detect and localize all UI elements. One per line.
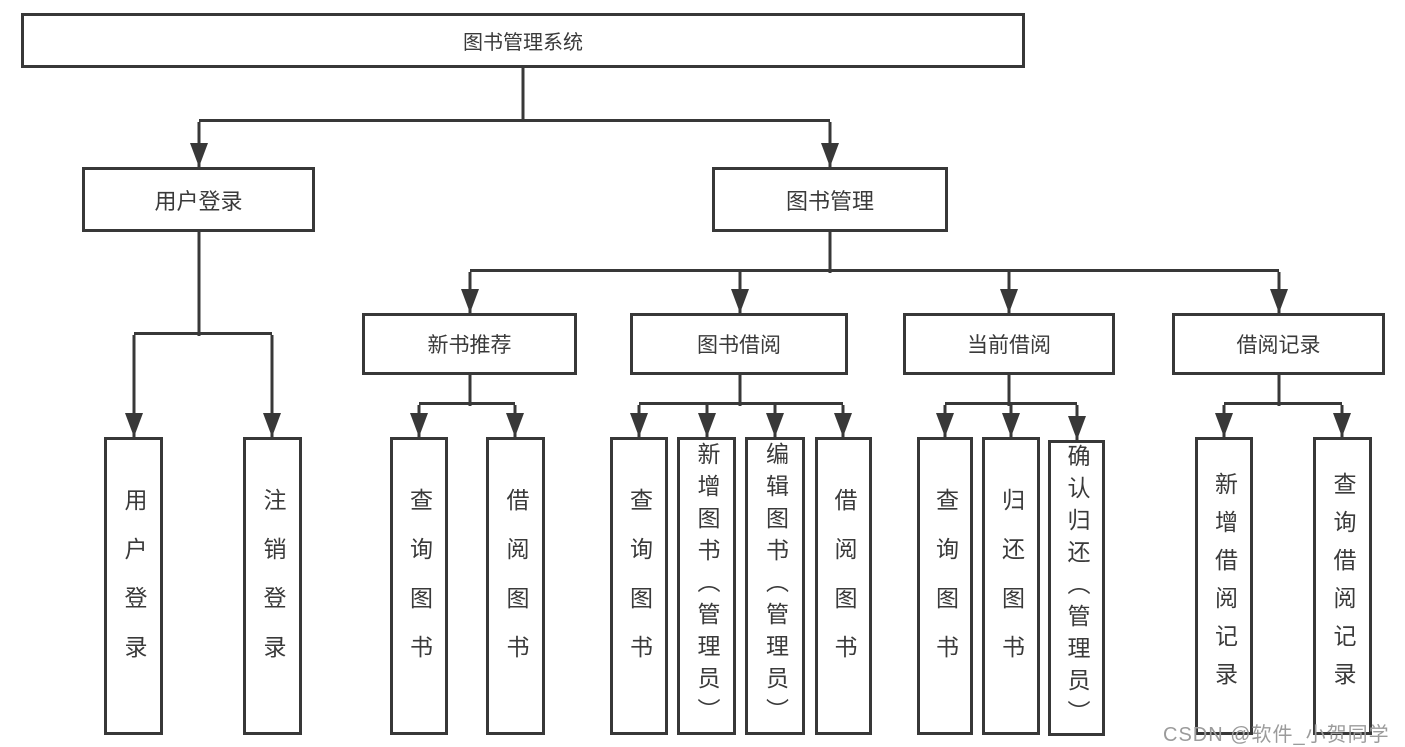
node-label: 归还图书	[998, 488, 1025, 684]
node-label: 用户登录	[121, 488, 147, 684]
node-borrow-records: 借阅记录	[1172, 313, 1385, 375]
node-leaf-query-books-3: 查询图书	[917, 437, 973, 735]
node-leaf-edit-books-admin: 编辑图书（管理员）	[745, 437, 805, 735]
node-label: 新书推荐	[427, 334, 512, 357]
node-leaf-logout: 注销登录	[243, 437, 302, 735]
node-leaf-add-borrow-record: 新增借阅记录	[1195, 437, 1253, 735]
node-label: 查询借阅记录	[1330, 472, 1356, 700]
node-book-management: 图书管理	[712, 167, 948, 232]
node-label: 查询图书	[406, 488, 433, 684]
node-current-borrowing: 当前借阅	[903, 313, 1115, 375]
node-label: 编辑图书（管理员）	[762, 442, 789, 730]
node-leaf-return-books: 归还图书	[982, 437, 1040, 735]
node-leaf-user-login: 用户登录	[104, 437, 163, 735]
node-label: 注销登录	[260, 488, 286, 684]
node-label: 借阅图书	[503, 488, 529, 684]
node-leaf-add-books-admin: 新增图书（管理员）	[677, 437, 736, 735]
csdn-watermark: CSDN @软件_小贺同学	[1163, 724, 1390, 746]
node-leaf-query-books-1: 查询图书	[390, 437, 448, 735]
node-label: 新增图书（管理员）	[694, 442, 720, 730]
node-leaf-borrow-books-2: 借阅图书	[815, 437, 872, 735]
node-label: 当前借阅	[967, 334, 1051, 357]
node-label: 借阅记录	[1236, 334, 1321, 357]
node-leaf-borrow-books-1: 借阅图书	[486, 437, 545, 735]
node-new-book-recommend: 新书推荐	[362, 313, 577, 375]
node-label: 图书管理	[785, 188, 874, 214]
node-label: 用户登录	[154, 188, 243, 214]
node-label: 确认归还（管理员）	[1064, 444, 1090, 732]
node-leaf-confirm-return-admin: 确认归还（管理员）	[1048, 440, 1105, 736]
node-library-management-system: 图书管理系统	[21, 13, 1025, 68]
node-user-login: 用户登录	[82, 167, 315, 232]
node-label: 查询图书	[932, 488, 959, 684]
node-leaf-query-books-2: 查询图书	[610, 437, 668, 735]
node-label: 查询图书	[626, 488, 653, 684]
node-label: 借阅图书	[831, 488, 857, 684]
node-label: 图书管理系统	[463, 32, 583, 54]
node-book-borrowing: 图书借阅	[630, 313, 848, 375]
node-label: 图书借阅	[697, 334, 781, 357]
node-label: 新增借阅记录	[1211, 472, 1238, 700]
node-leaf-query-borrow-record: 查询借阅记录	[1313, 437, 1372, 735]
